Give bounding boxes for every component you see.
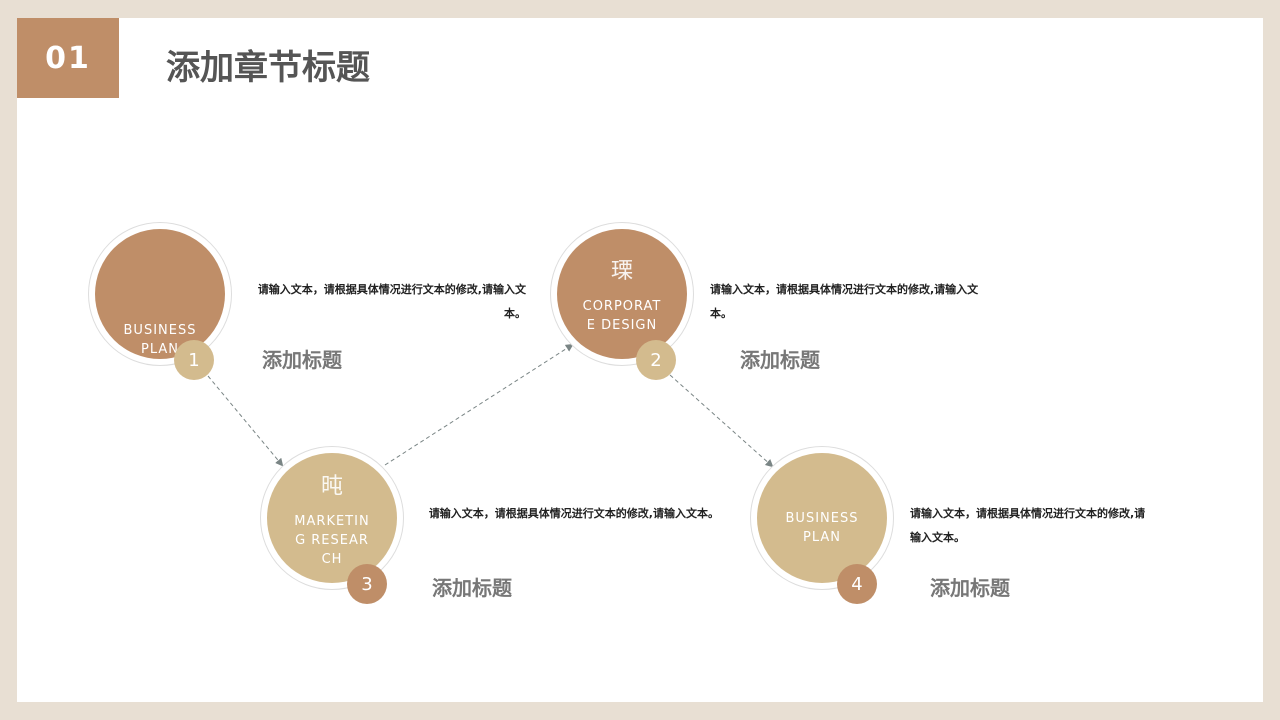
step-circle-2: 瑮 CORPORATE DESIGN [550,222,694,366]
step-badge-1: 1 [174,340,214,380]
step-badge-3: 3 [347,564,387,604]
step-circle-4: BUSINESS PLAN [750,446,894,590]
step-description: 请输入文本，请根据具体情况进行文本的修改,请输入文本。 [910,507,1146,544]
page-title: 添加章节标题 [166,48,370,88]
step-description: 请输入文本，请根据具体情况进行文本的修改,请输入文本。 [710,283,979,320]
decorative-glyph: 瑮 [610,259,633,284]
step-title: 添加标题 [930,576,1010,600]
step-circle-1: BUSINESS PLAN [88,222,232,366]
section-number: 01 [17,18,119,98]
step-label: CORPORATE DESIGN [582,299,662,333]
decorative-glyph: 旽 [320,473,343,499]
arrow-1-3 [207,375,284,467]
step-description: 请输入文本，请根据具体情况进行文本的修改,请输入文本。 [428,507,719,520]
step-badge-2: 2 [636,340,676,380]
step-label: MARKETING RESEARCH [294,513,370,567]
arrow-3-2 [384,343,574,466]
step-title: 添加标题 [740,348,820,372]
step-circle-3: 旽 MARKETING RESEARCH [260,446,404,590]
step-title: 添加标题 [432,576,512,600]
step-description: 请输入文本，请根据具体情况进行文本的修改,请输入文本。 [257,283,526,320]
step-label: BUSINESS PLAN [123,323,197,357]
step-label: BUSINESS PLAN [785,511,859,545]
arrow-2-4 [669,374,774,468]
step-title: 添加标题 [262,348,342,372]
step-badge-4: 4 [837,564,877,604]
